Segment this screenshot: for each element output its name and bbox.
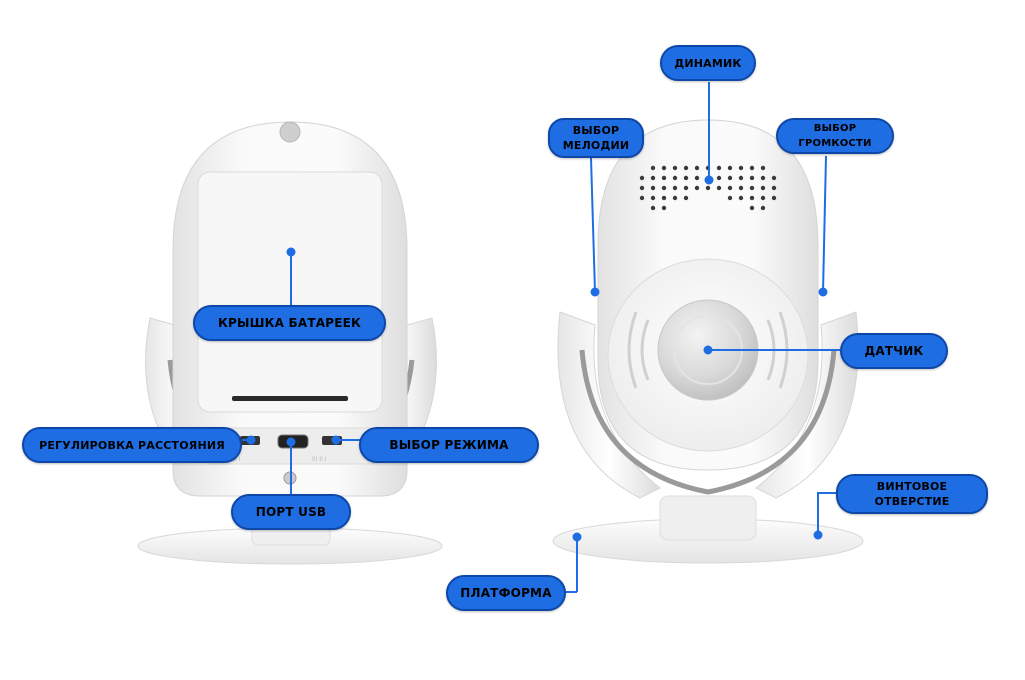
label-screw-hole-text: ВИНТОВОЕ ОТВЕРСТИЕ bbox=[874, 480, 950, 508]
speaker-hole bbox=[727, 175, 733, 181]
leader-platform-dot bbox=[572, 532, 582, 542]
speaker-hole bbox=[672, 165, 678, 171]
speaker-hole bbox=[694, 185, 700, 191]
speaker-hole bbox=[650, 205, 656, 211]
speaker-hole bbox=[661, 205, 667, 211]
speaker-hole bbox=[749, 205, 755, 211]
speaker-hole bbox=[639, 175, 645, 181]
front-base-neck bbox=[659, 495, 757, 541]
speaker-hole bbox=[716, 185, 722, 191]
speaker-hole bbox=[749, 195, 755, 201]
speaker-hole bbox=[683, 175, 689, 181]
leader-volume-dot bbox=[818, 287, 828, 297]
speaker-hole bbox=[661, 195, 667, 201]
label-battery-cover-text: КРЫШКА БАТАРЕЕК bbox=[217, 315, 362, 330]
leader-melody-dot bbox=[590, 287, 600, 297]
speaker-hole bbox=[760, 175, 766, 181]
speaker-hole bbox=[738, 175, 744, 181]
speaker-hole bbox=[705, 185, 711, 191]
speaker-hole bbox=[650, 165, 656, 171]
speaker-hole bbox=[672, 175, 678, 181]
battery-cover-slot bbox=[232, 396, 348, 401]
label-battery-cover: КРЫШКА БАТАРЕЕК bbox=[193, 305, 386, 341]
speaker-hole bbox=[749, 175, 755, 181]
front-bracket-chrome bbox=[579, 349, 837, 495]
speaker-hole bbox=[771, 175, 777, 181]
speaker-hole bbox=[727, 185, 733, 191]
label-platform-text: ПЛАТФОРМА bbox=[460, 585, 552, 600]
speaker-hole bbox=[672, 195, 678, 201]
label-usb-port-text: ПОРТ USB bbox=[255, 504, 327, 519]
speaker-hole bbox=[650, 185, 656, 191]
label-volume-select-text: ВЫБОР ГРОМКОСТИ bbox=[798, 123, 872, 149]
label-screw-hole: ВИНТОВОЕ ОТВЕРСТИЕ bbox=[836, 474, 988, 514]
speaker-hole bbox=[771, 185, 777, 191]
leader-mode-dot bbox=[331, 435, 341, 445]
speaker-hole bbox=[683, 185, 689, 191]
label-melody-select-text: ВЫБОР МЕЛОДИИ bbox=[562, 124, 630, 152]
leader-lines bbox=[242, 82, 840, 593]
speaker-hole bbox=[639, 185, 645, 191]
speaker-hole bbox=[661, 165, 667, 171]
speaker-hole bbox=[749, 165, 755, 171]
speaker-hole bbox=[727, 195, 733, 201]
label-speaker: ДИНАМИК bbox=[660, 45, 756, 81]
leader-volume bbox=[822, 155, 827, 293]
label-distance-adjust: РЕГУЛИРОВКА РАССТОЯНИЯ bbox=[22, 427, 242, 463]
speaker-hole bbox=[760, 165, 766, 171]
speaker-hole bbox=[661, 175, 667, 181]
device-front-view bbox=[552, 119, 864, 564]
speaker-hole bbox=[760, 205, 766, 211]
speaker-hole bbox=[760, 185, 766, 191]
speaker-hole bbox=[672, 185, 678, 191]
back-hanging-hole bbox=[279, 121, 301, 143]
leader-screw-hole-dot bbox=[813, 530, 823, 540]
speaker-hole bbox=[771, 195, 777, 201]
leader-speaker-dot bbox=[704, 175, 714, 185]
speaker-hole bbox=[760, 195, 766, 201]
speaker-hole bbox=[716, 165, 722, 171]
leader-usb-dot bbox=[286, 437, 296, 447]
switch-print-right: III II I bbox=[312, 456, 327, 463]
sensor-grooves-left bbox=[627, 311, 650, 389]
speaker-hole bbox=[694, 165, 700, 171]
leader-battery-cover-dot bbox=[286, 247, 296, 257]
speaker-hole bbox=[639, 195, 645, 201]
speaker-hole bbox=[738, 185, 744, 191]
speaker-hole bbox=[650, 195, 656, 201]
label-mode-select-text: ВЫБОР РЕЖИМА bbox=[389, 437, 509, 452]
leader-screw-hole bbox=[817, 492, 836, 535]
leader-melody bbox=[590, 157, 596, 293]
speaker-hole bbox=[738, 195, 744, 201]
leader-distance-dot bbox=[246, 435, 256, 445]
label-sensor: ДАТЧИК bbox=[840, 333, 948, 369]
label-platform: ПЛАТФОРМА bbox=[446, 575, 566, 611]
label-volume-select: ВЫБОР ГРОМКОСТИ bbox=[776, 118, 894, 154]
speaker-grille bbox=[639, 165, 777, 211]
label-sensor-text: ДАТЧИК bbox=[864, 343, 924, 358]
speaker-hole bbox=[749, 185, 755, 191]
speaker-hole bbox=[727, 165, 733, 171]
label-distance-adjust-text: РЕГУЛИРОВКА РАССТОЯНИЯ bbox=[39, 438, 225, 452]
label-melody-select: ВЫБОР МЕЛОДИИ bbox=[548, 118, 644, 158]
speaker-hole bbox=[661, 185, 667, 191]
speaker-hole bbox=[694, 175, 700, 181]
leader-sensor-dot bbox=[703, 345, 713, 355]
label-speaker-text: ДИНАМИК bbox=[674, 56, 742, 70]
speaker-hole bbox=[683, 165, 689, 171]
speaker-hole bbox=[650, 175, 656, 181]
speaker-hole bbox=[683, 195, 689, 201]
speaker-hole bbox=[716, 175, 722, 181]
label-usb-port: ПОРТ USB bbox=[231, 494, 351, 530]
label-mode-select: ВЫБОР РЕЖИМА bbox=[359, 427, 539, 463]
speaker-hole bbox=[738, 165, 744, 171]
